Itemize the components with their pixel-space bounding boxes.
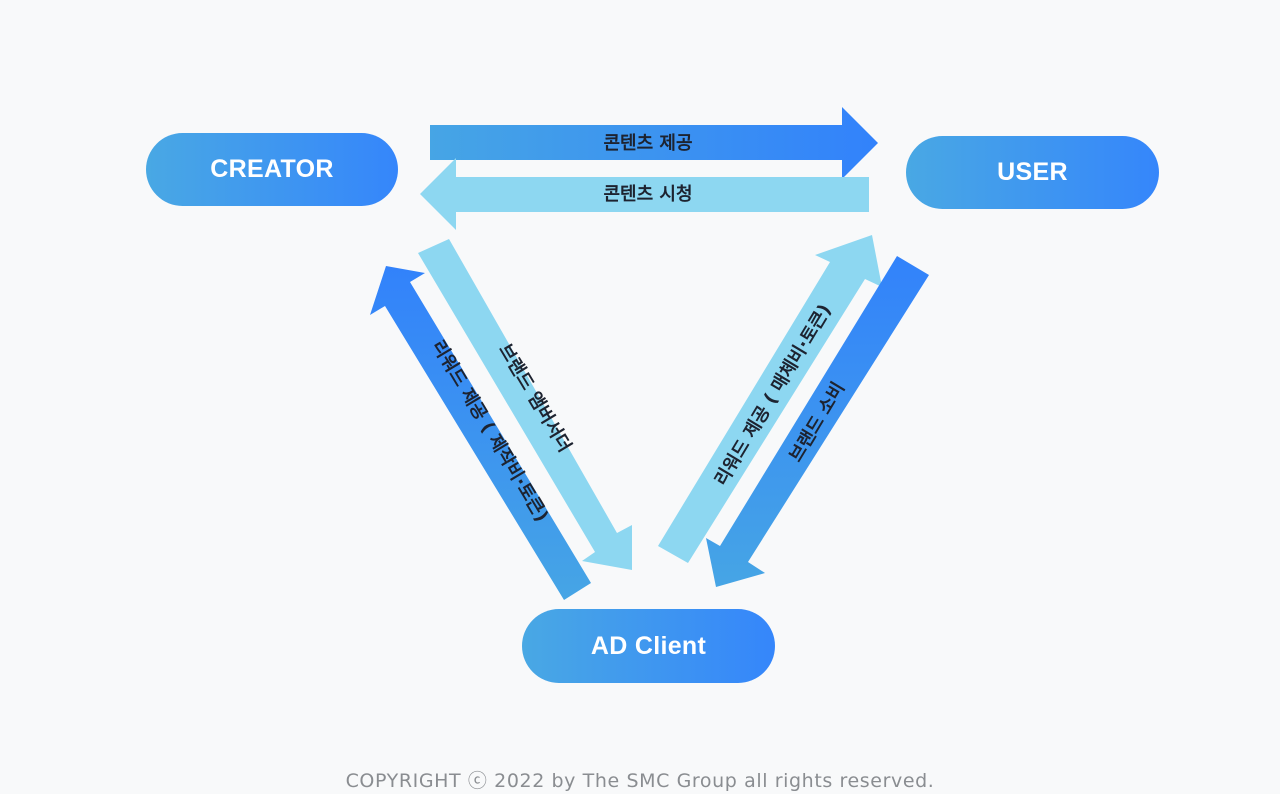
user-label: USER (997, 158, 1068, 186)
arrow-content-view (420, 158, 869, 230)
ad-client-label: AD Client (590, 631, 707, 660)
label-content-view: 콘텐츠 시청 (603, 184, 692, 205)
ad-client-node: AD Client (522, 609, 775, 683)
arrow-reward-creator (370, 266, 591, 600)
arrow-brand-ambassador (418, 239, 632, 570)
user-node: USER (906, 136, 1159, 209)
arrow-content-provide (430, 107, 878, 179)
label-content-provide: 콘텐츠 제공 (603, 133, 692, 154)
arrow-brand-consume (706, 256, 929, 587)
copyright-footer: COPYRIGHT ⓒ 2022 by The SMC Group all ri… (345, 770, 935, 792)
creator-node: CREATOR (146, 133, 398, 206)
arrow-reward-user (658, 235, 882, 563)
creator-label: CREATOR (210, 155, 334, 183)
